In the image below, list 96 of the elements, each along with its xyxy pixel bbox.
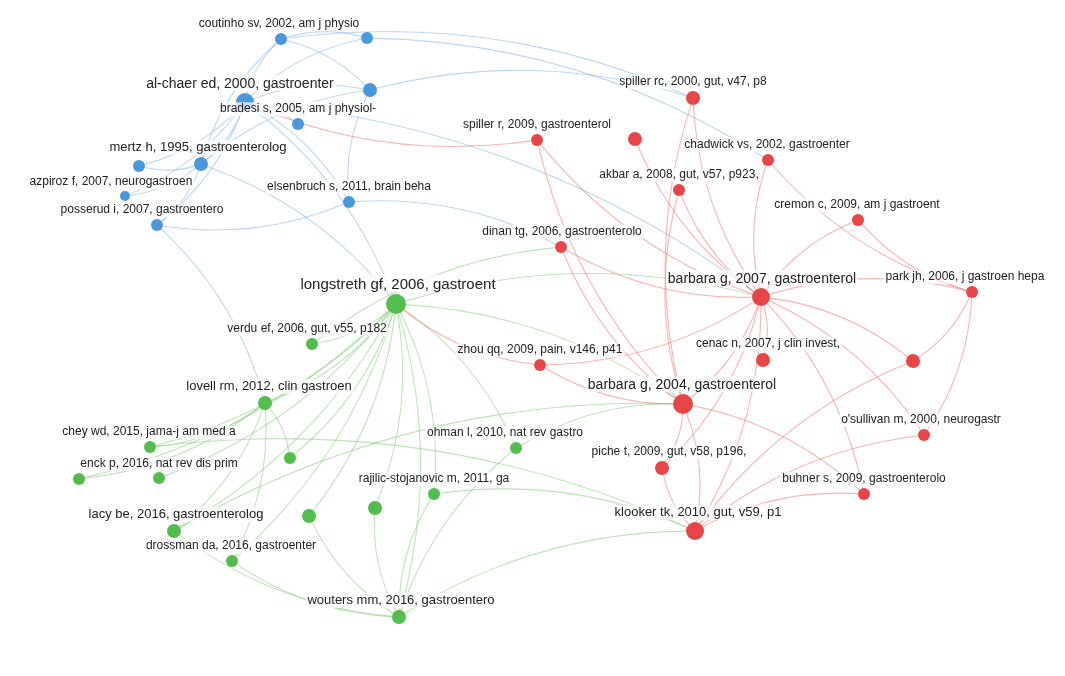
node-dot [306, 338, 318, 350]
link-curve [144, 165, 195, 171]
node-dot [655, 461, 669, 475]
node-dot [153, 472, 165, 484]
node-dot [226, 555, 238, 567]
node-dot [686, 522, 704, 540]
link-curve [565, 249, 753, 298]
citation-label: verdu ef, 2006, gut, v55, p182 [225, 322, 389, 336]
node-dot [555, 241, 567, 253]
link-curve [398, 313, 422, 611]
node-dot [258, 396, 272, 410]
node-dot [343, 196, 355, 208]
citation-label: zhou qq, 2009, pain, v146, p41 [455, 343, 625, 357]
citation-label: klooker tk, 2010, gut, v59, p1 [612, 505, 784, 520]
node-dot [966, 286, 978, 298]
citation-label: coutinho sv, 2002, am j physio [196, 17, 362, 31]
citation-label: barbara g, 2007, gastroenterol [665, 269, 859, 286]
node-dot [918, 429, 930, 441]
citation-label: lacy be, 2016, gastroenterolog [86, 507, 266, 522]
link-curve [377, 313, 404, 503]
citation-label: buhner s, 2009, gastroenterolo [780, 472, 948, 486]
link-curve [235, 313, 394, 558]
node-dot [756, 353, 770, 367]
citation-label: drossman da, 2016, gastroenter [143, 539, 319, 553]
link-curve [155, 438, 688, 528]
link-curve [769, 297, 909, 358]
link-curve [294, 312, 394, 455]
citation-label: wouters mm, 2016, gastroentero [305, 593, 497, 608]
node-dot [73, 473, 85, 485]
citation-label: piche t, 2009, gut, v58, p196, [589, 445, 749, 459]
node-dot [361, 32, 373, 44]
citation-label: al-chaer ed, 2000, gastroenter [144, 74, 336, 91]
citation-label: chey wd, 2015, jama-j am med a [60, 425, 238, 439]
citation-label: cremon c, 2009, am j gastroent [772, 198, 942, 212]
node-dot [628, 132, 642, 146]
citation-label: chadwick vs, 2002, gastroenter [682, 138, 852, 152]
link-curve [664, 195, 681, 395]
node-dot [120, 191, 130, 201]
link-curve [207, 165, 391, 297]
link-curve [162, 203, 344, 231]
node-dot [133, 160, 145, 172]
citation-label: mertz h, 1995, gastroenterolog [107, 140, 289, 155]
node-dot [275, 33, 287, 45]
citation-label: bradesi s, 2005, am j physiol- [217, 102, 379, 116]
node-dot [368, 501, 382, 515]
node-dot [510, 442, 522, 454]
link-curve [312, 313, 396, 512]
node-dot [363, 83, 377, 97]
citation-label: spiller rc, 2000, gut, v47, p8 [617, 75, 769, 89]
node-dot [302, 509, 316, 523]
node-dot [292, 118, 304, 130]
citation-label: o'sullivan m, 2000, neurogastr [839, 413, 1003, 427]
node-dot [673, 394, 693, 414]
citation-label: spiller r, 2009, gastroenterol [460, 118, 614, 132]
citation-label: longstreth gf, 2006, gastroent [298, 274, 498, 292]
node-dot [284, 452, 296, 464]
node-dot [392, 610, 406, 624]
node-dot [686, 91, 700, 105]
node-dot [167, 524, 181, 538]
node-dot [144, 441, 156, 453]
link-curve [286, 39, 366, 86]
node-dot [534, 359, 546, 371]
node-dot [151, 219, 163, 231]
citation-label: park jh, 2006, j gastroen hepa [883, 270, 1047, 284]
node-dot [428, 488, 440, 500]
citation-label: akbar a, 2008, gut, v57, p923, [597, 168, 761, 182]
link-curve [286, 30, 688, 96]
link-curve [664, 104, 692, 395]
citation-label: enck p, 2016, nat rev dis prim [78, 457, 240, 471]
citation-label: posserud i, 2007, gastroentero [58, 203, 226, 217]
citation-label: lovell rm, 2012, clin gastroen [184, 379, 354, 394]
link-curve [545, 301, 754, 366]
node-dot [531, 134, 543, 146]
node-dot [852, 214, 864, 226]
citation-label: rajilic-stojanovic m, 2011, ga [356, 472, 512, 486]
link-curve [699, 363, 908, 525]
link-curve [544, 367, 674, 405]
citation-label: barbara g, 2004, gastroenterol [585, 375, 779, 392]
node-dot [906, 354, 920, 368]
node-dot [673, 184, 685, 196]
link-curve [268, 407, 290, 453]
node-dot [752, 288, 770, 306]
citation-label: azpiroz f, 2007, neurogastroen [27, 175, 195, 189]
citation-label: ohman l, 2010, nat rev gastro [424, 426, 586, 440]
node-dot [194, 157, 208, 171]
link-curve [372, 37, 764, 158]
node-dot [762, 154, 774, 166]
link-curve [692, 405, 861, 491]
citation-label: cenac n, 2007, j clin invest, [693, 337, 843, 351]
citation-label: dinan tg, 2006, gastroenterolo [480, 225, 644, 239]
node-dot [858, 488, 870, 500]
link-curve [403, 309, 515, 444]
node-dot [386, 294, 406, 314]
citation-label: elsenbruch s, 2011, brain beha [265, 180, 433, 194]
link-curve [918, 296, 970, 358]
link-curve [286, 31, 362, 38]
